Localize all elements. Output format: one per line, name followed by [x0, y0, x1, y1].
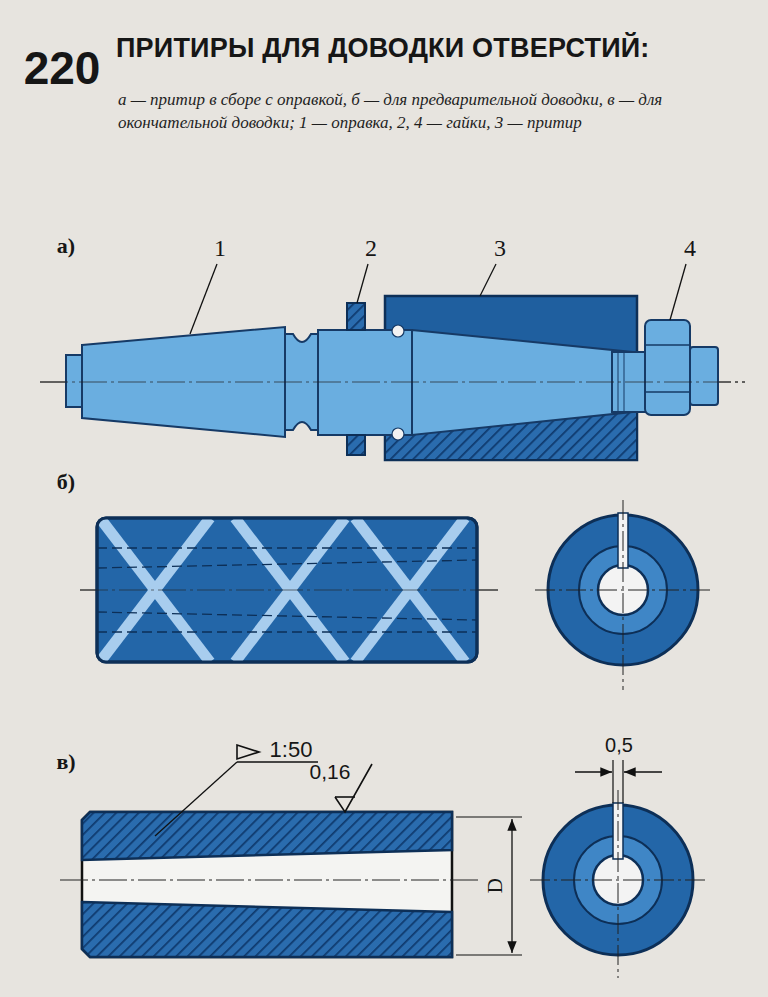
view-label: б)	[57, 470, 75, 494]
callout-number: 1	[214, 235, 226, 261]
finishing-lap	[618, 790, 619, 978]
assembly-view	[645, 344, 690, 346]
assembly-view	[392, 325, 404, 337]
lap-wall	[82, 812, 452, 860]
preliminary-lap	[80, 590, 500, 591]
preliminary-lap	[623, 500, 624, 690]
nut-2	[347, 435, 365, 455]
finishing-lap	[456, 954, 522, 955]
dimension-line	[624, 771, 662, 772]
view-label: в)	[56, 750, 75, 774]
finishing-lap	[530, 880, 708, 881]
taper-symbol	[237, 745, 259, 759]
preliminary-lap	[535, 590, 712, 591]
nut-4	[645, 320, 690, 415]
figure-caption: а — притир в сборе с оправкой, б — для п…	[118, 88, 730, 134]
assembly-view	[40, 382, 745, 383]
center-line	[40, 382, 745, 383]
hidden-line	[97, 547, 477, 548]
lap-body	[385, 296, 637, 460]
leader-line	[670, 264, 686, 320]
lap-wall	[82, 902, 452, 957]
hidden-line	[97, 560, 477, 568]
groove	[100, 518, 210, 662]
assembly-view	[645, 391, 690, 393]
view-label: а)	[57, 234, 75, 258]
hidden-line	[97, 631, 477, 632]
assembly-view	[392, 428, 404, 440]
preliminary-lap	[80, 590, 500, 591]
figure-number: 220	[24, 43, 101, 94]
finishing-lap	[456, 816, 522, 817]
finishing-lap	[335, 796, 355, 798]
callout-number: 4	[684, 235, 696, 261]
hidden-line	[97, 612, 477, 620]
lap-body	[82, 812, 452, 957]
groove	[100, 518, 210, 662]
leader-line	[480, 264, 496, 296]
roughness-value: 0,16	[310, 760, 351, 783]
finishing-lap	[622, 760, 623, 803]
assembly-view	[40, 264, 745, 460]
dimension-line	[575, 771, 612, 772]
leader-line	[155, 762, 237, 836]
thread-end	[690, 347, 718, 405]
dimension-value: D	[484, 878, 507, 893]
callout-number: 2	[365, 235, 377, 261]
dimension-line	[511, 819, 512, 953]
finishing-lap	[612, 760, 613, 803]
center-line	[60, 880, 478, 881]
taper-ratio: 1:50	[270, 738, 313, 762]
dimension-value: 0,5	[605, 734, 633, 756]
leader-line	[190, 264, 217, 334]
assembly-view	[624, 352, 625, 412]
preliminary-lap	[80, 500, 712, 690]
nut-2	[347, 303, 365, 330]
figure-title: ПРИТИРЫ ДЛЯ ДОВОДКИ ОТВЕРСТИЙ:	[116, 34, 650, 64]
callout-number: 3	[494, 235, 506, 261]
finishing-lap	[60, 745, 708, 978]
leader-line	[357, 264, 368, 303]
